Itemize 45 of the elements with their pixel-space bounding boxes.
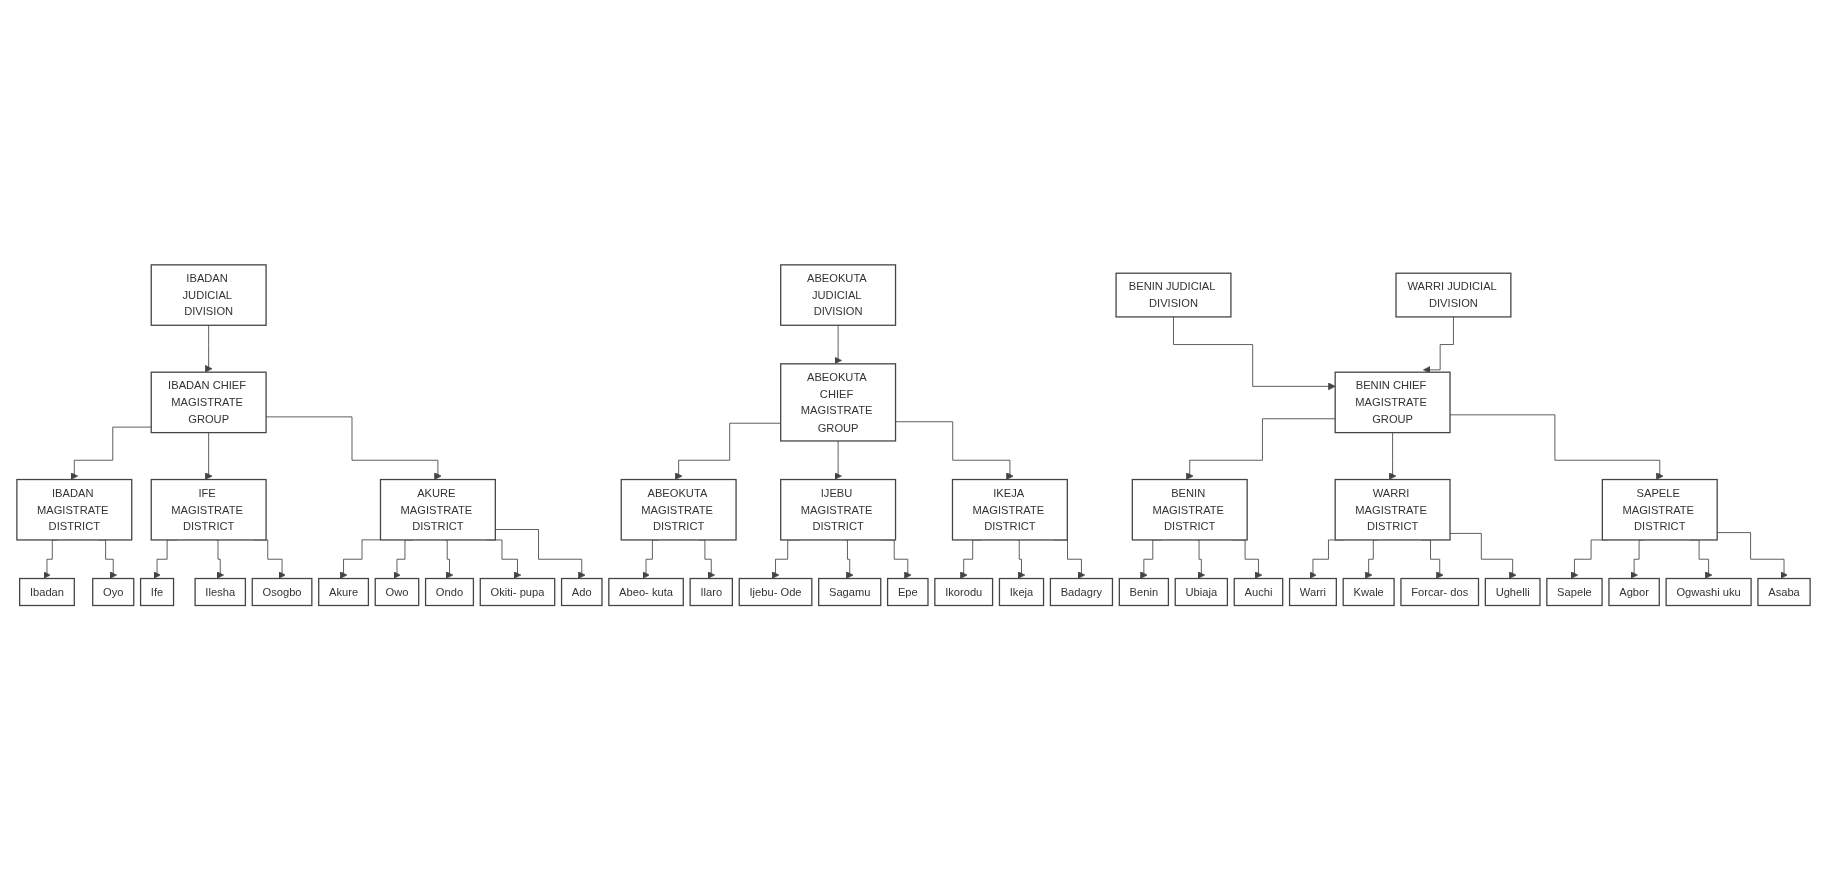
- node-box: Ondo: [424, 577, 475, 606]
- node-box: Ogwashi uku: [1665, 577, 1752, 606]
- node-box: AKURE MAGISTRATE DISTRICT: [379, 478, 496, 541]
- node-box: ABEOKUTA MAGISTRATE DISTRICT: [620, 478, 737, 541]
- node-box: ABEOKUTA CHIEF MAGISTRATE GROUP: [780, 363, 897, 442]
- node-box: Osogbo: [251, 577, 313, 606]
- node-box: Forcar- dos: [1400, 577, 1480, 606]
- node-box: Warri: [1288, 577, 1337, 606]
- node-box: WARRI MAGISTRATE DISTRICT: [1334, 478, 1451, 541]
- node-box: IBADAN CHIEF MAGISTRATE GROUP: [150, 371, 267, 434]
- node-box: Ubiaja: [1174, 577, 1229, 606]
- node-box: Oyo: [92, 577, 135, 606]
- node-box: Sagamu: [818, 577, 882, 606]
- node-box: BENIN MAGISTRATE DISTRICT: [1131, 478, 1248, 541]
- node-box: BENIN CHIEF MAGISTRATE GROUP: [1334, 371, 1451, 434]
- node-box: Kwale: [1342, 577, 1395, 606]
- node-box: Ilaro: [689, 577, 733, 606]
- node-box: Auchi: [1233, 577, 1284, 606]
- node-box: Epe: [886, 577, 929, 606]
- node-box: Benin: [1118, 577, 1170, 606]
- node-box: ABEOKUTA JUDICIAL DIVISION: [780, 264, 897, 326]
- node-box: Akure: [318, 577, 370, 606]
- node-box: Ughelli: [1484, 577, 1541, 606]
- node-box: Ikorodu: [934, 577, 994, 606]
- node-box: WARRI JUDICIAL DIVISION: [1395, 272, 1512, 318]
- node-box: Abeo- kuta: [608, 577, 684, 606]
- node-box: IBADAN JUDICIAL DIVISION: [150, 264, 267, 326]
- node-box: Agbor: [1608, 577, 1660, 606]
- node-box: Ikeja: [998, 577, 1045, 606]
- node-box: Ilesha: [194, 577, 247, 606]
- node-box: Ife: [139, 577, 175, 606]
- node-box: IFE MAGISTRATE DISTRICT: [150, 478, 267, 541]
- node-box: Okiti- pupa: [479, 577, 556, 606]
- node-box: Badagry: [1049, 577, 1114, 606]
- node-box: IKEJA MAGISTRATE DISTRICT: [951, 478, 1068, 541]
- node-box: SAPELE MAGISTRATE DISTRICT: [1601, 478, 1718, 541]
- node-box: Sapele: [1546, 577, 1603, 606]
- node-box: Ibadan: [19, 577, 75, 606]
- node-box: BENIN JUDICIAL DIVISION: [1115, 272, 1232, 318]
- node-box: Owo: [374, 577, 420, 606]
- node-box: Ijebu- Ode: [738, 577, 813, 606]
- node-box: IJEBU MAGISTRATE DISTRICT: [780, 478, 897, 541]
- node-box: IBADAN MAGISTRATE DISTRICT: [16, 478, 133, 541]
- node-box: Asaba: [1757, 577, 1811, 606]
- node-box: Ado: [560, 577, 603, 606]
